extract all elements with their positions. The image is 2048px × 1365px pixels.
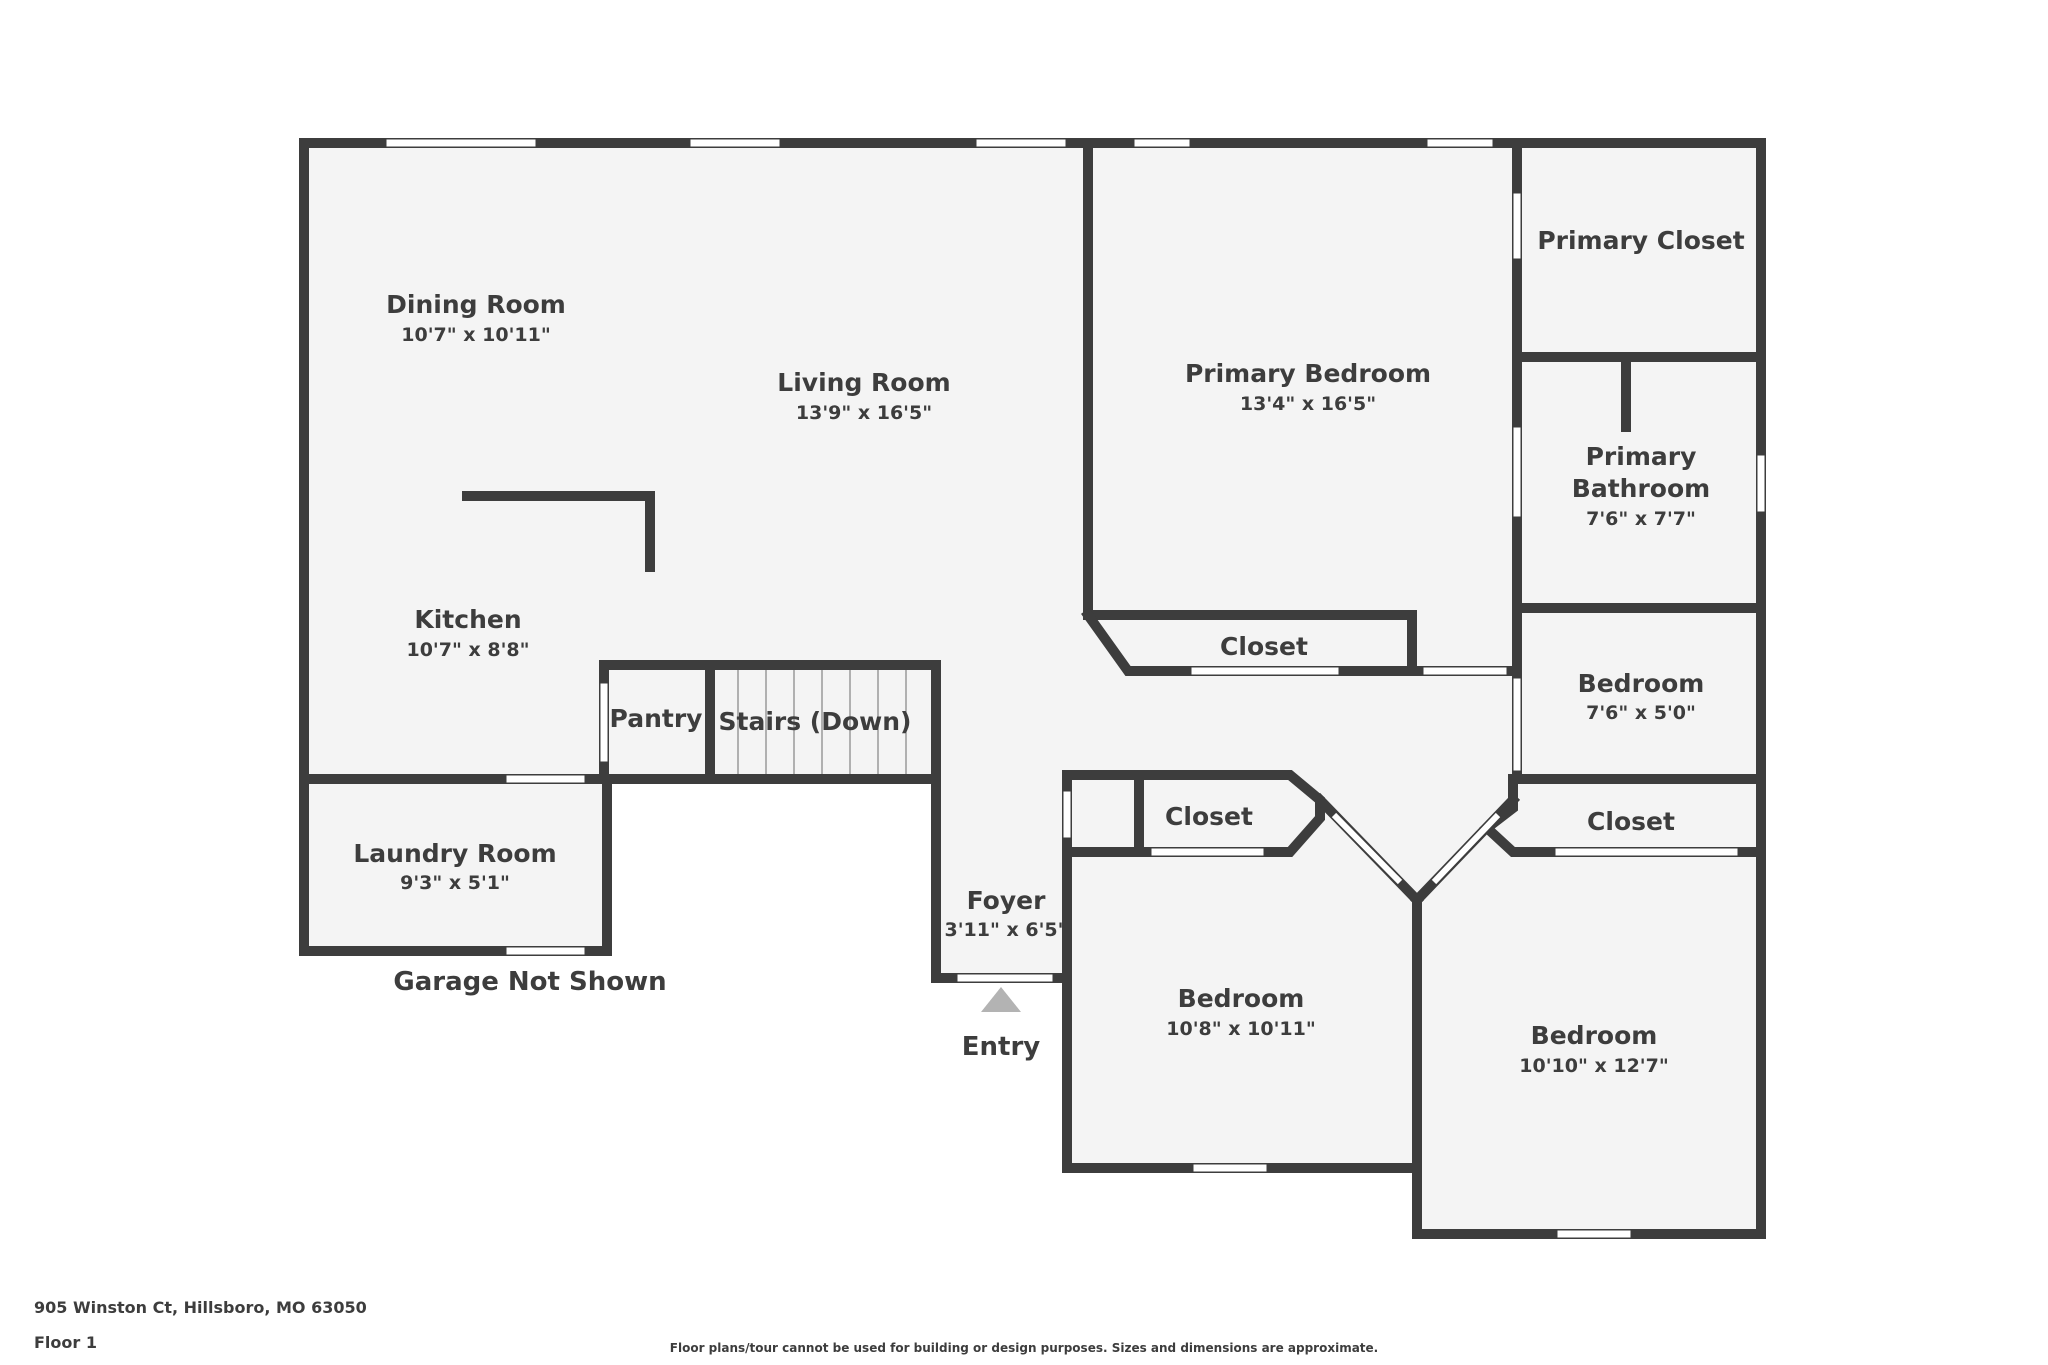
room-small-bedroom-dims: 7'6" x 5'0" [1586, 702, 1696, 724]
garage-note: Garage Not Shown [393, 967, 666, 997]
room-primary-bathroom-dims: 7'6" x 7'7" [1586, 508, 1696, 530]
room-small-bedroom-name: Bedroom [1578, 669, 1705, 698]
room-bedroom-mid-closet-name: Closet [1165, 802, 1253, 831]
property-address: 905 Winston Ct, Hillsboro, MO 63050 [34, 1298, 367, 1317]
room-primary-closet-name: Primary Closet [1537, 226, 1744, 255]
door-opening [505, 946, 586, 956]
door-opening [1512, 192, 1522, 260]
room-bedroom-mid-name: Bedroom [1178, 984, 1305, 1013]
entry-label: Entry [962, 1032, 1041, 1062]
room-primary-bathroom-name-2: Bathroom [1572, 474, 1710, 503]
door-opening [1422, 666, 1508, 676]
door-opening [1150, 847, 1265, 857]
door-opening [505, 774, 586, 784]
door-opening [956, 973, 1054, 983]
room-living-dims: 13'9" x 16'5" [796, 402, 932, 424]
room-primary-bedroom-name: Primary Bedroom [1185, 359, 1431, 388]
room-pantry-name: Pantry [610, 704, 703, 733]
room-bedroom-mid-dims: 10'8" x 10'11" [1166, 1018, 1315, 1040]
window [1426, 138, 1494, 148]
door-opening [599, 682, 609, 763]
door-opening [1512, 677, 1522, 772]
door-opening [1190, 666, 1340, 676]
room-laundry-dims: 9'3" x 5'1" [400, 872, 510, 894]
room-dining-name: Dining Room [386, 290, 566, 319]
entry-arrow-icon [981, 987, 1021, 1012]
room-foyer-dims: 3'11" x 6'5" [944, 919, 1067, 941]
diagonal-doors [1331, 812, 1501, 885]
door-opening [1062, 790, 1072, 839]
disclaimer: Floor plans/tour cannot be used for buil… [669, 1341, 1379, 1355]
room-bedroom-right-dims: 10'10" x 12'7" [1519, 1055, 1668, 1077]
window [1556, 1229, 1632, 1239]
floor-label: Floor 1 [34, 1333, 97, 1352]
room-laundry-name: Laundry Room [353, 839, 556, 868]
window [385, 138, 537, 148]
window [1133, 138, 1191, 148]
window [1192, 1163, 1268, 1173]
door-opening [1512, 426, 1522, 518]
door-opening [1554, 847, 1739, 857]
room-kitchen-name: Kitchen [414, 605, 521, 634]
window [689, 138, 781, 148]
room-bedroom-right-name: Bedroom [1531, 1021, 1658, 1050]
room-bedroom-right-closet-name: Closet [1587, 807, 1675, 836]
room-primary-bed-closet-name: Closet [1220, 632, 1308, 661]
window [1756, 454, 1766, 513]
stair-treads [737, 670, 907, 774]
room-primary-bedroom-dims: 13'4" x 16'5" [1240, 393, 1376, 415]
openings [385, 138, 1766, 1239]
window [975, 138, 1067, 148]
room-kitchen-dims: 10'7" x 8'8" [406, 639, 529, 661]
room-living-name: Living Room [777, 368, 950, 397]
room-stairs-name: Stairs (Down) [719, 707, 912, 736]
room-primary-bathroom-name-1: Primary [1586, 442, 1697, 471]
room-foyer-name: Foyer [967, 886, 1046, 915]
room-dining-dims: 10'7" x 10'11" [401, 324, 550, 346]
